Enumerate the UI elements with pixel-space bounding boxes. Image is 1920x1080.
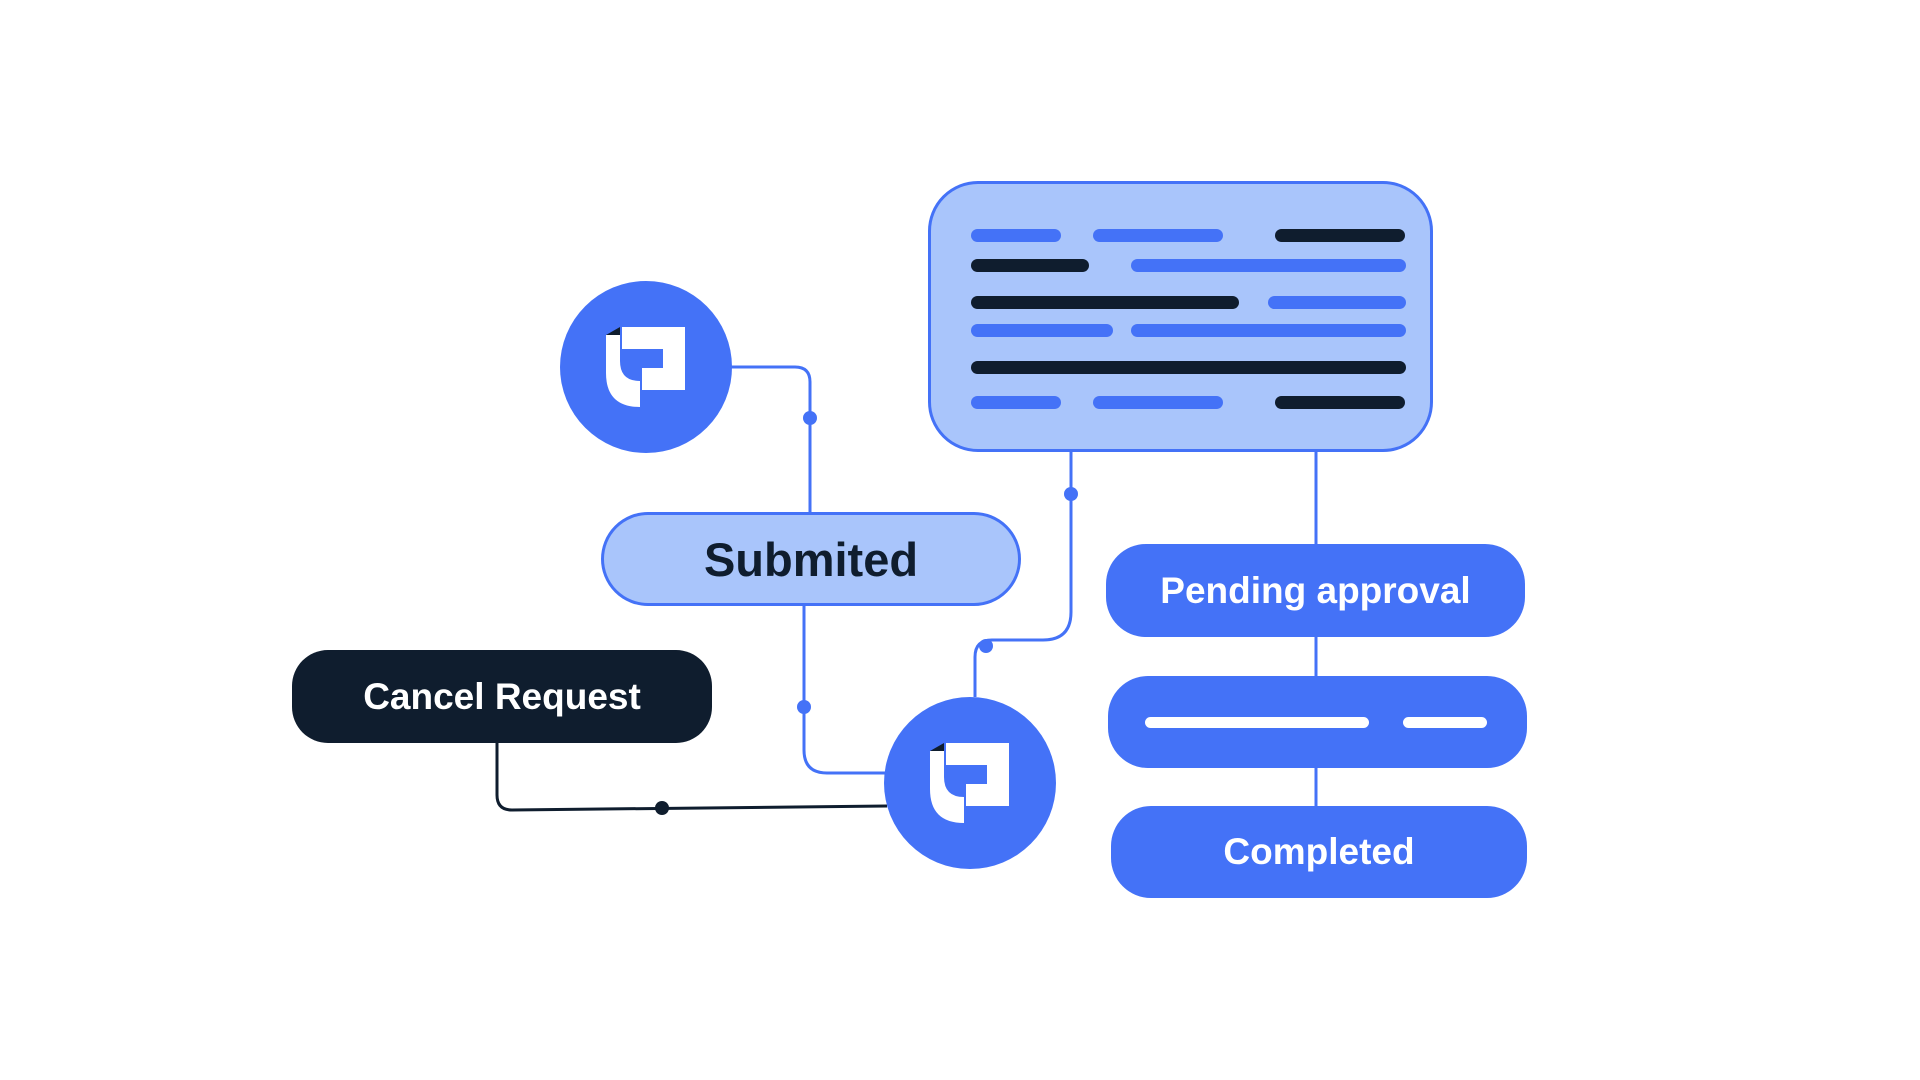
status-placeholder-badge	[1108, 676, 1527, 768]
brand-logo-icon	[884, 697, 1056, 869]
status-pending-badge: Pending approval	[1106, 544, 1525, 637]
status-completed-label: Completed	[1223, 831, 1415, 872]
connector-dot	[797, 700, 811, 714]
connector-avatar-bottom-to-document	[973, 452, 1073, 697]
cancel-request-button[interactable]: Cancel Request	[292, 650, 712, 743]
placeholder-line	[1403, 717, 1487, 728]
connector-dot	[803, 411, 817, 425]
text-line	[1268, 296, 1406, 309]
text-line	[971, 324, 1113, 337]
connector-avatar-top-to-submitted	[728, 365, 812, 513]
text-line	[971, 396, 1061, 409]
connector-dot	[1064, 487, 1078, 501]
status-submitted-label: Submited	[703, 532, 919, 586]
status-pending-label: Pending approval	[1160, 569, 1471, 611]
document-lines-icon	[928, 181, 1433, 452]
status-submitted-badge: Submited	[601, 512, 1021, 606]
text-line	[1131, 259, 1406, 272]
text-line	[971, 259, 1089, 272]
text-line	[971, 296, 1239, 309]
placeholder-line	[1145, 717, 1369, 728]
text-line	[1131, 324, 1406, 337]
connector-dot	[979, 639, 993, 653]
cancel-request-label: Cancel Request	[363, 675, 641, 717]
status-completed-badge: Completed	[1111, 806, 1527, 898]
text-line	[1093, 229, 1223, 242]
text-line	[971, 229, 1061, 242]
text-line	[1275, 396, 1405, 409]
brand-logo-icon	[560, 281, 732, 453]
text-line	[971, 361, 1406, 374]
connector-dot	[655, 801, 669, 815]
text-line	[1093, 396, 1223, 409]
text-line	[1275, 229, 1405, 242]
connector-cancel-to-avatar	[495, 742, 888, 812]
connector-submitted-to-avatar-bottom	[802, 603, 885, 775]
